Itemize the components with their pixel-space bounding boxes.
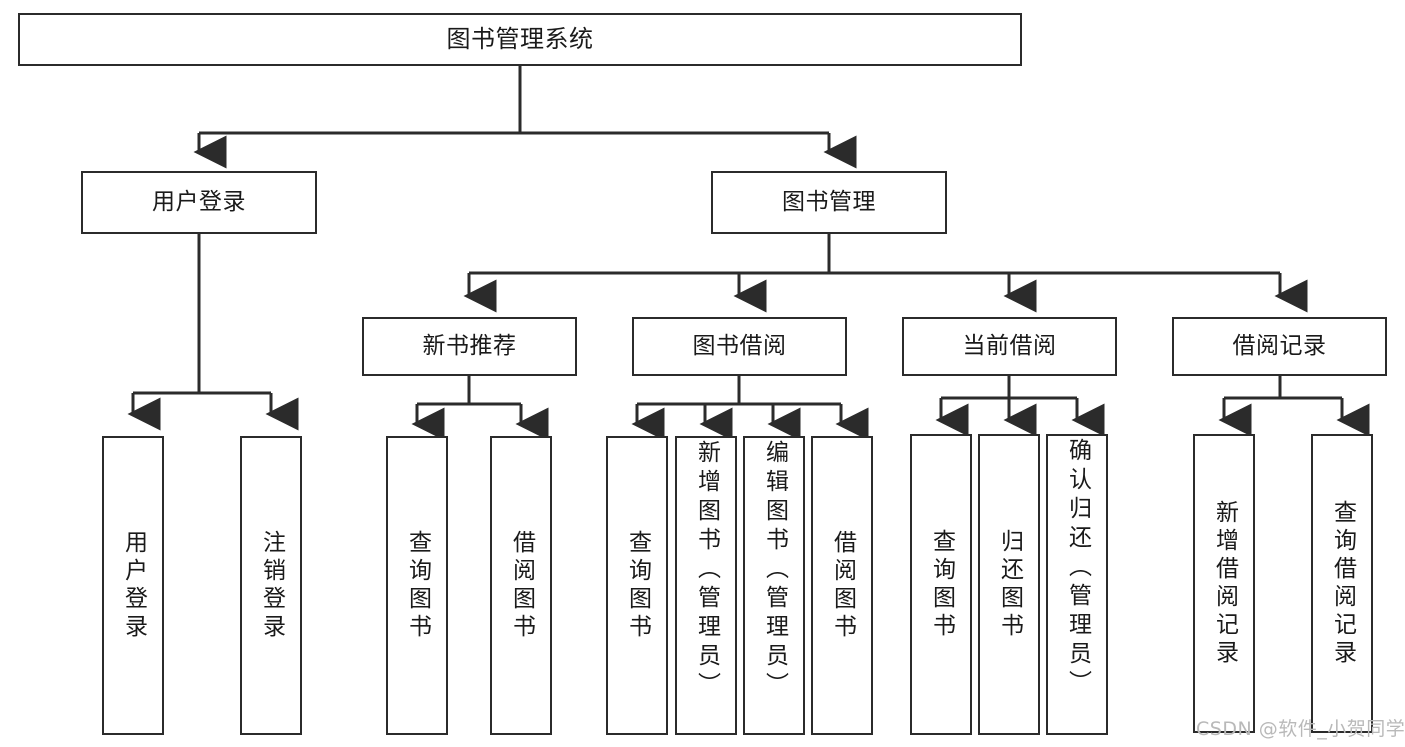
leaf-borrowrecord-add-record[interactable]: 新增借阅记录 <box>1193 434 1255 733</box>
leaf-bookborrow-add-book-admin[interactable]: 新增图书（管理员） <box>675 436 737 735</box>
node-label: 查询借阅记录 <box>1329 499 1356 668</box>
node-label: 图书管理 <box>782 188 876 215</box>
node-label: 借阅图书 <box>508 529 535 642</box>
node-label: 查询图书 <box>404 529 431 642</box>
node-label: 查询图书 <box>928 528 955 641</box>
node-label: 归还图书 <box>996 528 1023 641</box>
node-book-management[interactable]: 图书管理 <box>711 171 947 234</box>
node-label: 借阅图书 <box>829 529 856 642</box>
node-label: 借阅记录 <box>1232 332 1327 359</box>
node-borrow-record[interactable]: 借阅记录 <box>1172 317 1387 376</box>
leaf-currentborrow-confirm-return-admin[interactable]: 确认归还（管理员） <box>1046 434 1108 735</box>
node-label: 查询图书 <box>624 529 651 642</box>
node-label: 新增借阅记录 <box>1211 499 1238 668</box>
node-label: 确认归还（管理员） <box>1064 438 1091 699</box>
node-user-login[interactable]: 用户登录 <box>81 171 317 234</box>
node-label: 图书管理系统 <box>446 25 594 54</box>
node-label: 新增图书（管理员） <box>693 440 720 701</box>
node-label: 用户登录 <box>120 529 147 642</box>
node-label: 注销登录 <box>258 529 285 642</box>
leaf-bookborrow-edit-book-admin[interactable]: 编辑图书（管理员） <box>743 436 805 735</box>
leaf-user-login[interactable]: 用户登录 <box>102 436 164 735</box>
node-label: 图书借阅 <box>692 332 787 359</box>
node-book-borrow[interactable]: 图书借阅 <box>632 317 847 376</box>
node-label: 编辑图书（管理员） <box>761 440 788 701</box>
leaf-borrowrecord-query-record[interactable]: 查询借阅记录 <box>1311 434 1373 733</box>
node-new-book-recommend[interactable]: 新书推荐 <box>362 317 577 376</box>
leaf-newbook-query-book[interactable]: 查询图书 <box>386 436 448 735</box>
leaf-logout[interactable]: 注销登录 <box>240 436 302 735</box>
node-label: 用户登录 <box>152 188 246 215</box>
leaf-bookborrow-borrow-book[interactable]: 借阅图书 <box>811 436 873 735</box>
leaf-currentborrow-query-book[interactable]: 查询图书 <box>910 434 972 735</box>
leaf-bookborrow-query-book[interactable]: 查询图书 <box>606 436 668 735</box>
node-label: 新书推荐 <box>422 332 517 359</box>
node-label: 当前借阅 <box>962 332 1057 359</box>
node-root-book-management-system[interactable]: 图书管理系统 <box>18 13 1022 66</box>
leaf-currentborrow-return-book[interactable]: 归还图书 <box>978 434 1040 735</box>
leaf-newbook-borrow-book[interactable]: 借阅图书 <box>490 436 552 735</box>
node-current-borrow[interactable]: 当前借阅 <box>902 317 1117 376</box>
